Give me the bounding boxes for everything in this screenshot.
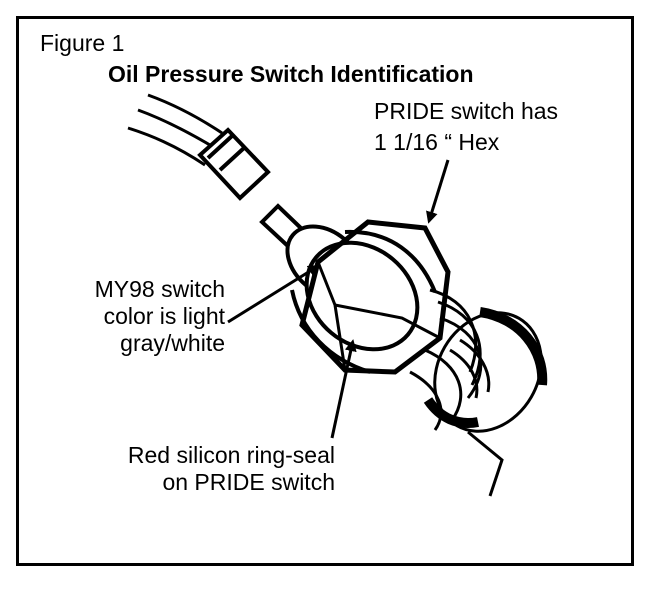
red-seal-callout-line-2: on PRIDE switch — [162, 469, 335, 495]
connector-plug — [197, 127, 271, 201]
my98-callout: MY98 switch color is light gray/white — [83, 276, 225, 357]
pride-callout-line-1: PRIDE switch has — [374, 98, 559, 124]
red-seal-callout-line-1: Red silicon ring-seal — [127, 442, 335, 468]
my98-callout-line-3: gray/white — [120, 330, 225, 356]
red-seal-callout: Red silicon ring-seal on PRIDE switch — [85, 442, 335, 496]
switch-body — [285, 224, 437, 374]
figure-frame — [16, 16, 634, 566]
figure-label: Figure 1 — [40, 30, 125, 56]
my98-callout-line-2: color is light — [103, 303, 225, 329]
wire-harness — [127, 93, 223, 167]
figure-title: Oil Pressure Switch Identification — [108, 61, 474, 87]
pride-callout-line-2: 1 1/16 “ Hex — [374, 129, 500, 155]
hex-nut — [299, 219, 451, 375]
red-seal-pointer — [330, 339, 357, 439]
pride-hex-pointer — [426, 159, 450, 224]
callout-pointers — [227, 159, 450, 439]
my98-callout-line-1: MY98 switch — [94, 276, 225, 302]
my98-pointer — [227, 264, 321, 324]
ring-seal — [423, 307, 548, 497]
